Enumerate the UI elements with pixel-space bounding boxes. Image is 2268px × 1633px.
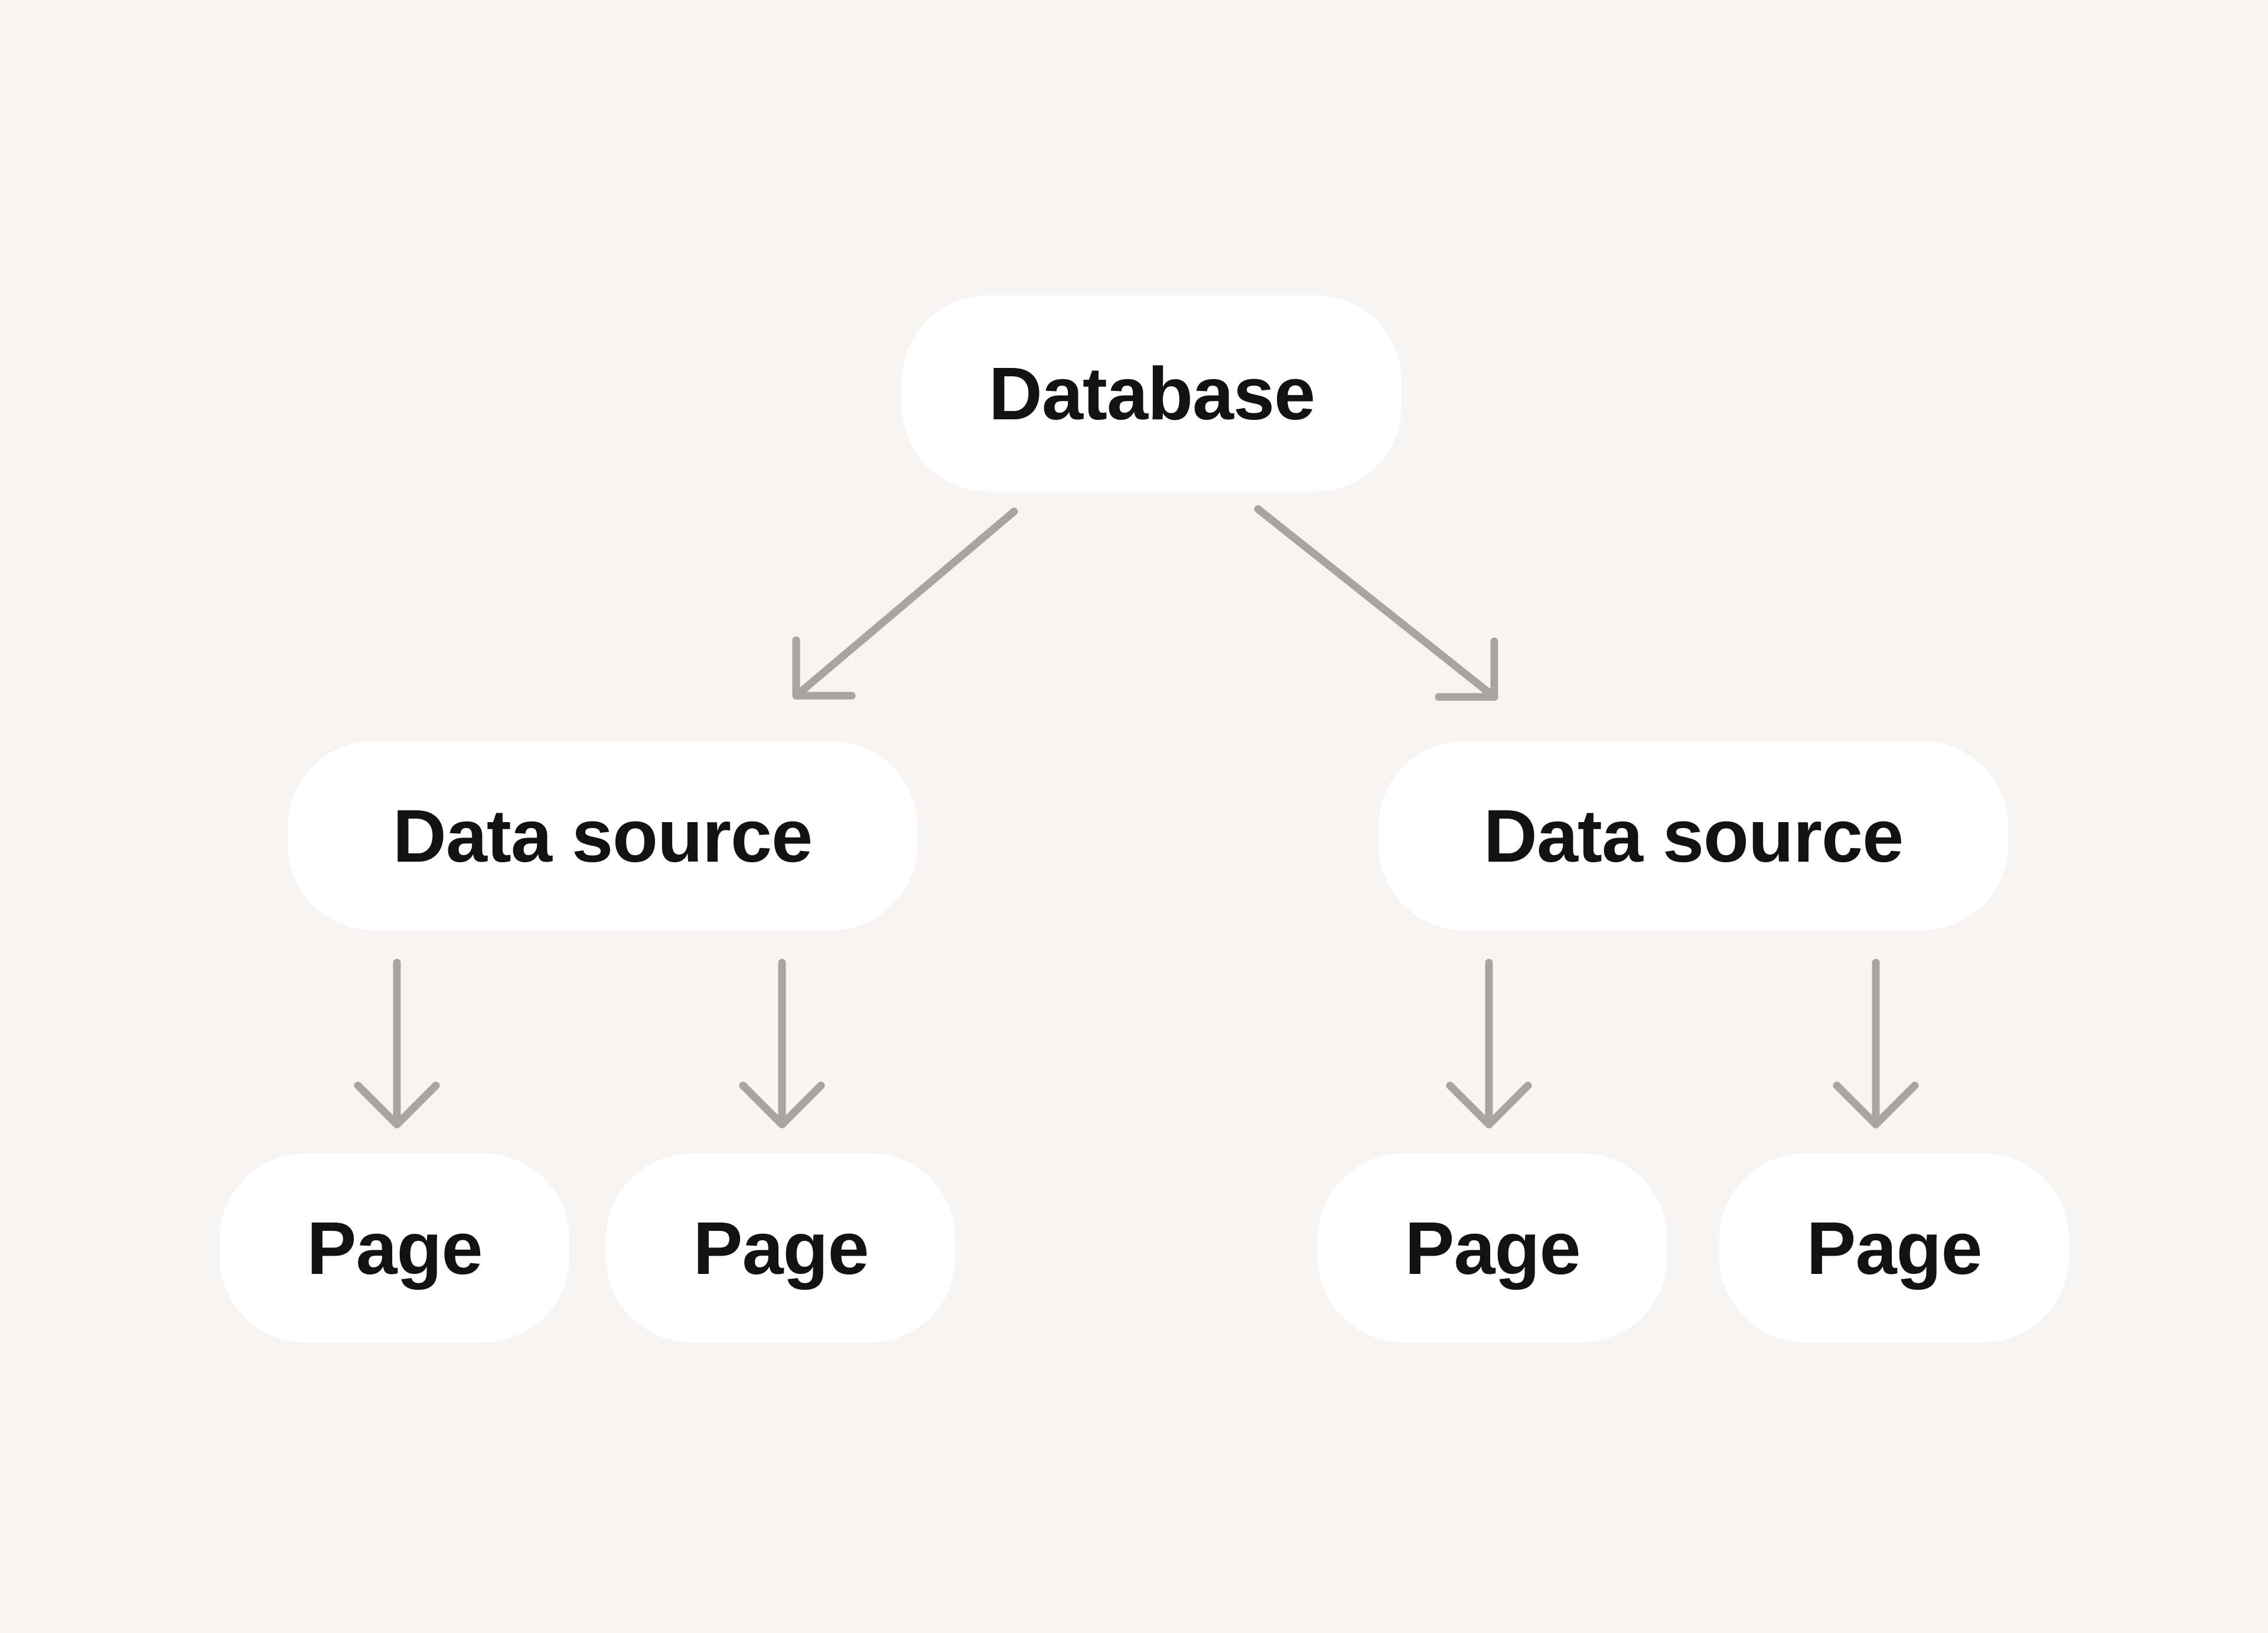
node-database: Database [902,295,1402,491]
arrow-head-icon [1435,637,1498,701]
node-page-left-1: Page [220,1153,569,1342]
node-page-left-2: Page [606,1153,956,1342]
arrow-database-to-datasource-right [1254,505,1498,701]
node-label: Page [693,1206,869,1290]
arrow-datasource-left-to-page-1 [354,959,440,1129]
arrow-shaft [792,507,1018,700]
arrow-datasource-right-to-page-4 [1833,959,1919,1129]
arrow-datasource-right-to-page-3 [1446,959,1532,1129]
arrow-shaft [1254,505,1498,701]
arrow-head-icon [1833,1081,1919,1129]
node-label: Data source [1483,794,1904,878]
node-data-source-left: Data source [288,741,917,930]
node-page-right-2: Page [1719,1153,2069,1342]
arrow-database-to-datasource-left [792,507,1018,700]
arrow-head-icon [1446,1081,1532,1129]
node-page-right-1: Page [1318,1153,1667,1342]
node-label: Page [307,1206,483,1290]
node-label: Data source [392,794,813,878]
arrow-head-icon [739,1081,825,1129]
node-data-source-right: Data source [1379,741,2008,930]
arrow-head-icon [792,636,856,700]
arrow-head-icon [354,1081,440,1129]
arrow-datasource-left-to-page-2 [739,959,825,1129]
node-label: Page [1806,1206,1982,1290]
node-label: Database [988,351,1315,435]
node-label: Page [1405,1206,1581,1290]
